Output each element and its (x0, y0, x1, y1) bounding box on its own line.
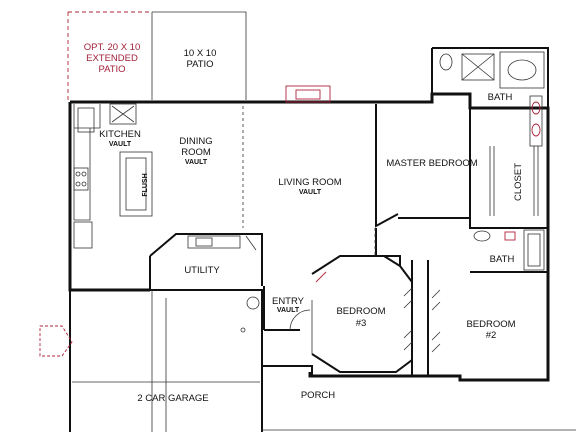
exterior-walls (68, 47, 550, 382)
room-labels: OPT. 20 X 10 EXTENDED PATIO 10 X 10 PATI… (84, 42, 524, 404)
master-bath-fixtures (439, 51, 545, 147)
bedroom2-num: #2 (486, 330, 497, 341)
bedroom3-walls (311, 255, 413, 373)
bath2-fixtures (473, 229, 545, 271)
patio-label-1: 10 X 10 (184, 48, 217, 59)
dining-label-1: DINING (179, 136, 212, 147)
kitchen-sub: VAULT (109, 141, 132, 148)
kitchen-cabinets (73, 103, 153, 249)
master-bedroom-label: MASTER BEDROOM (386, 158, 477, 169)
closet-label: CLOSET (513, 163, 524, 201)
opt-patio-label-3: PATIO (98, 64, 125, 75)
patio-outline (151, 11, 247, 100)
bedroom2-label: BEDROOM (466, 319, 515, 330)
dining-sub: VAULT (185, 159, 208, 166)
opt-patio-label-2: EXTENDED (86, 53, 138, 64)
closet-rods (489, 146, 539, 216)
bedroom3-label: BEDROOM (336, 306, 385, 317)
garage-walls (69, 289, 576, 432)
utility-walls (149, 233, 263, 290)
living-label: LIVING ROOM (278, 177, 341, 188)
flush-label: FLUSH (142, 173, 149, 196)
patio-label-2: PATIO (186, 59, 213, 70)
optional-door-outlines (39, 271, 327, 357)
utility-label: UTILITY (184, 265, 220, 276)
bath2-label: BATH (490, 254, 515, 265)
entry-sub: VAULT (277, 307, 300, 314)
opt-patio-label-1: OPT. 20 X 10 (84, 42, 141, 53)
optional-patio-outline (67, 11, 152, 100)
master-bath-label: BATH (488, 92, 513, 103)
vault-dividers (242, 106, 376, 256)
entry-walls (240, 286, 311, 333)
dining-label-2: ROOM (181, 147, 211, 158)
bedroom-closets (403, 287, 441, 353)
garage-label: 2 CAR GARAGE (137, 393, 208, 404)
porch-label: PORCH (301, 390, 335, 401)
living-sub: VAULT (299, 189, 322, 196)
fireplace (285, 85, 331, 103)
kitchen-label: KITCHEN (99, 129, 141, 140)
entry-label: ENTRY (272, 296, 305, 307)
bedroom3-num: #3 (356, 318, 367, 329)
